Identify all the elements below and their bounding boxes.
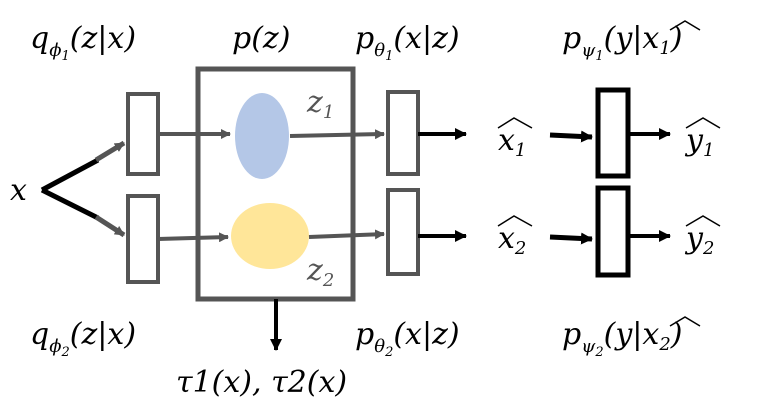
recon-bottom-hat-icon	[497, 215, 533, 227]
encoder-bottom-label: qϕ2(z|x)	[30, 317, 136, 360]
decoder-top-label: pθ1(x|z)	[355, 21, 460, 64]
classifier-top-hat-icon	[669, 20, 701, 31]
split-line-bottom	[40, 187, 100, 221]
pred-bottom-label: y2	[684, 221, 714, 259]
split-line-top	[40, 157, 100, 193]
classifier-top-label: pψ1(y|x1)	[562, 21, 682, 64]
decoder-bottom-box	[386, 188, 420, 276]
arrow-recon-bottom-to-classifier	[549, 232, 593, 245]
classifier-bottom-label: pψ2(y|x2)	[562, 317, 682, 360]
arrow-encoder-bottom-to-latent	[157, 232, 229, 243]
encoder-top-box	[126, 92, 160, 176]
latent-bottom-blob	[231, 203, 309, 269]
encoder-top-label: qϕ1(z|x)	[30, 21, 136, 64]
arrow-to-encoder-top	[94, 140, 126, 163]
pred-top-label: y1	[684, 123, 714, 161]
arrow-recon-top-to-classifier	[549, 130, 593, 143]
latent-bottom-label: z2	[306, 253, 334, 291]
latent-top-blob	[235, 93, 289, 179]
decoder-top-box	[386, 90, 420, 176]
recon-bottom-label: x2	[498, 221, 526, 259]
pred-bottom-hat-icon	[685, 215, 721, 227]
prior-label: p(z)	[232, 21, 290, 56]
input-x-label: x	[10, 173, 27, 208]
classifier-top-box	[595, 87, 631, 179]
output-label: τ1(x), τ2(x)	[176, 365, 347, 400]
encoder-bottom-box	[126, 194, 160, 284]
latent-top-label: z1	[306, 85, 334, 123]
classifier-bottom-box	[595, 185, 631, 278]
pred-top-hat-icon	[685, 117, 721, 129]
arrow-latent-bottom-to-decoder	[308, 229, 385, 240]
classifier-bottom-hat-icon	[669, 316, 701, 327]
arrow-latent-top-to-decoder	[289, 129, 385, 140]
decoder-bottom-label: pθ2(x|z)	[355, 317, 460, 360]
recon-top-hat-icon	[497, 117, 533, 129]
recon-top-label: x1	[498, 123, 526, 161]
arrow-to-encoder-bottom	[94, 214, 126, 238]
